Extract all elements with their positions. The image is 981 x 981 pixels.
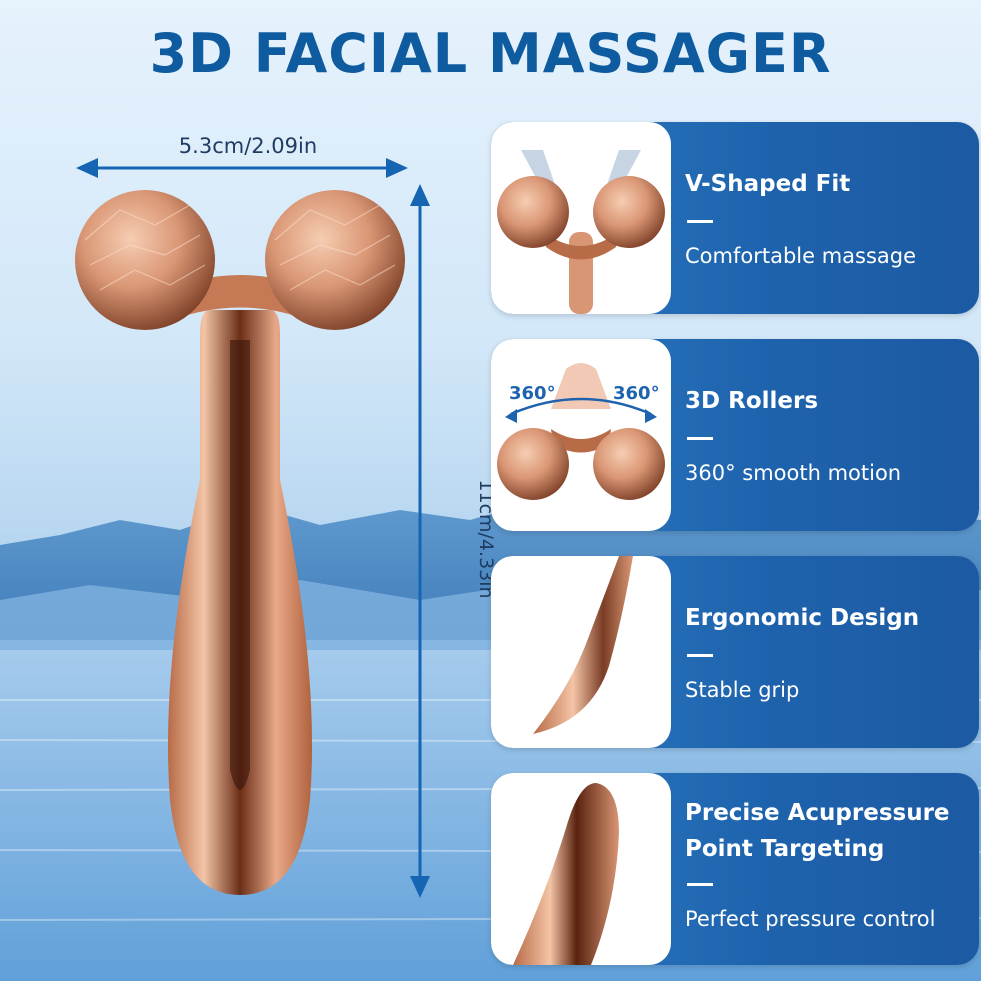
feature-card-v-shaped-fit: V-Shaped Fit Comfortable massage <box>491 122 979 314</box>
facial-roller-product <box>75 190 405 895</box>
feature-image-acupressure <box>491 773 671 965</box>
feature-title: Ergonomic Design <box>685 605 920 631</box>
feature-image-v-shape <box>491 122 671 314</box>
feature-image-3d-rollers: 360° 360° <box>491 339 671 531</box>
page-title: 3D FACIAL MASSAGER <box>149 22 832 85</box>
feature-divider <box>687 883 713 886</box>
feature-title: 3D Rollers <box>685 388 819 414</box>
feature-title: Precise Acupressure Point Targeting <box>685 800 950 862</box>
feature-divider <box>687 437 713 440</box>
feature-title: V-Shaped Fit <box>685 171 851 197</box>
feature-description: Stable grip <box>685 678 800 702</box>
feature-divider <box>687 220 713 223</box>
feature-divider <box>687 654 713 657</box>
feature-card-ergonomic-design: Ergonomic Design Stable grip <box>491 556 979 748</box>
feature-description: 360° smooth motion <box>685 461 902 485</box>
feature-card-acupressure: Precise Acupressure Point Targeting Perf… <box>491 773 979 965</box>
feature-card-3d-rollers: 360° 360° 3D Rollers 360° smooth motion <box>491 339 979 531</box>
rotation-label-right: 360° <box>613 383 660 404</box>
width-dimension-label: 5.3cm/2.09in <box>178 134 318 158</box>
feature-description: Perfect pressure control <box>685 907 936 931</box>
feature-image-ergonomic <box>491 556 671 748</box>
rotation-label-left: 360° <box>509 383 556 404</box>
feature-description: Comfortable massage <box>685 244 917 268</box>
